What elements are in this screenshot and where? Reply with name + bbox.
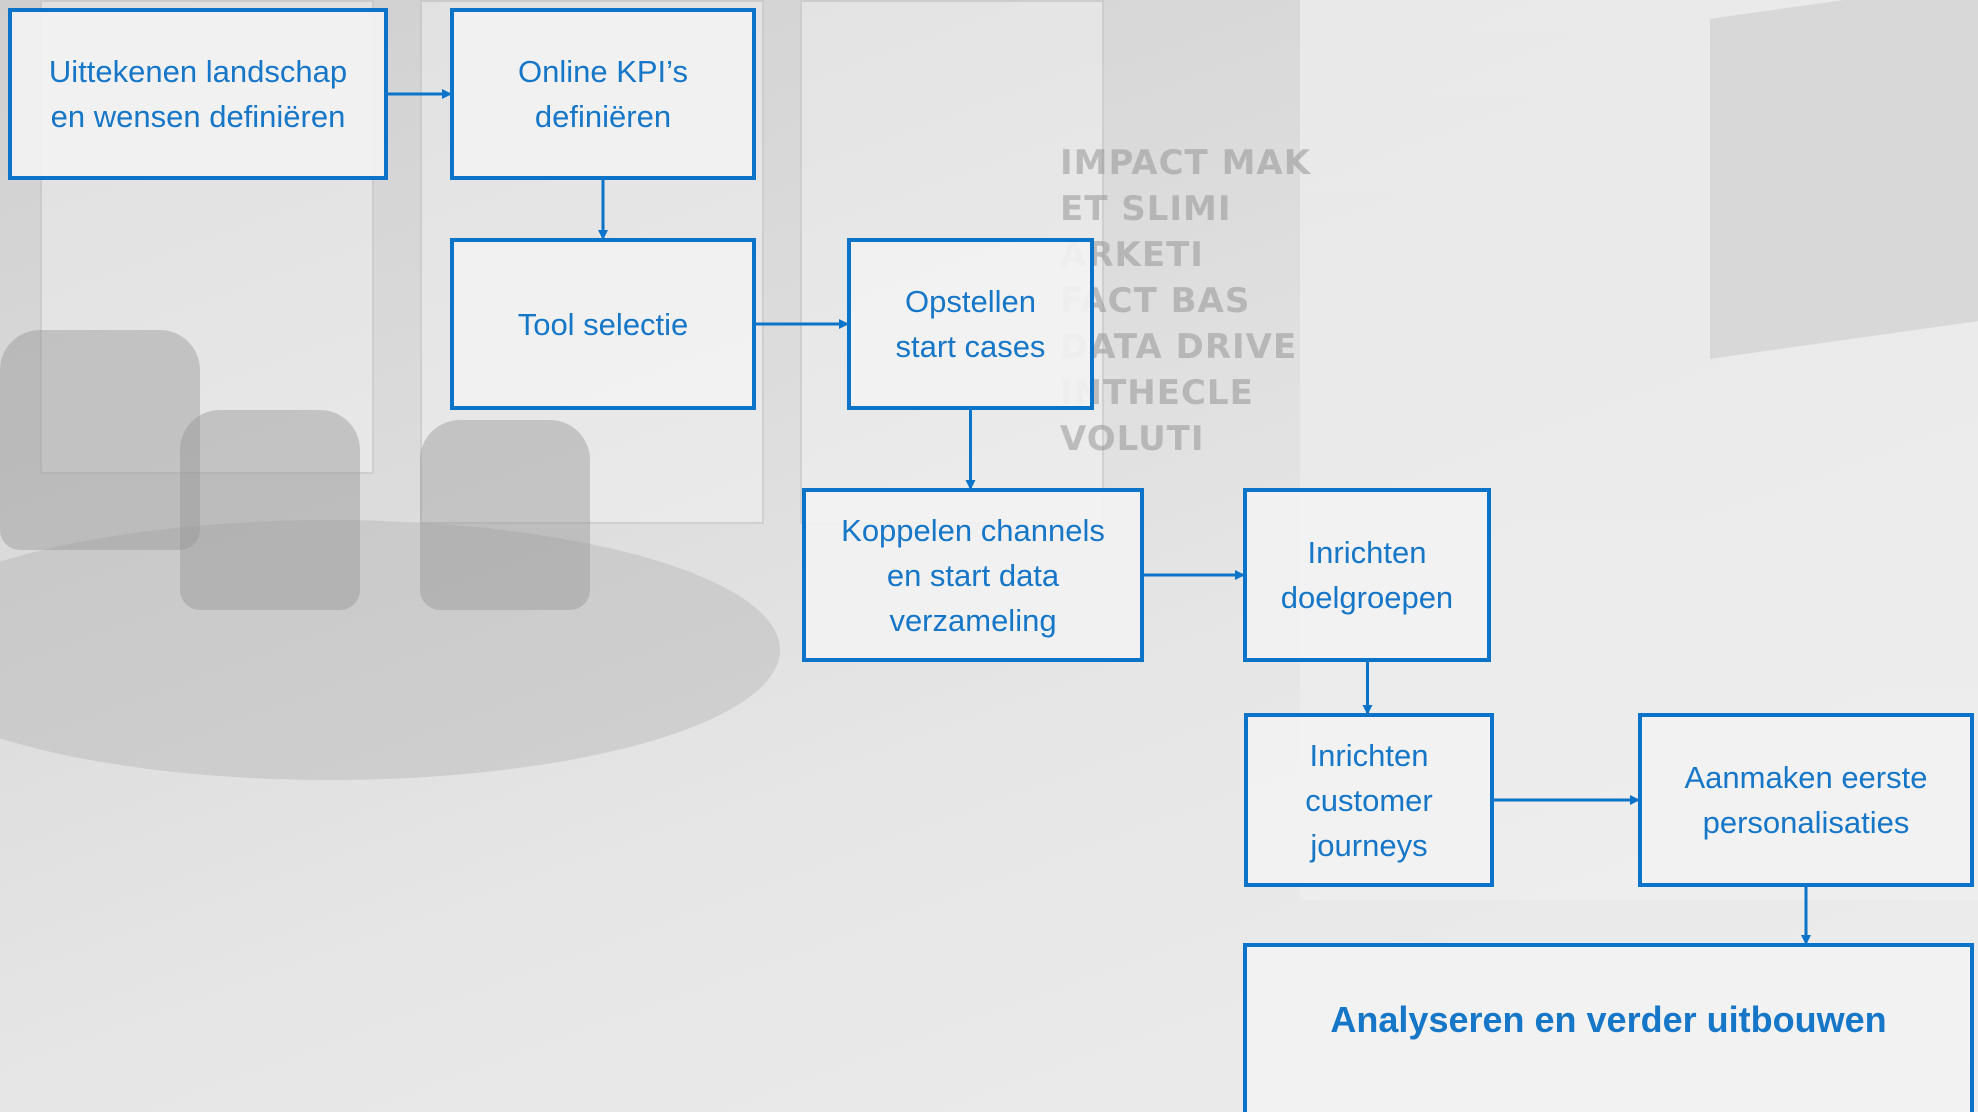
background-rug (0, 520, 780, 780)
step-uittekenen-landschap: Uittekenen landschap en wensen definiëre… (8, 8, 388, 180)
step-online-kpis: Online KPI’s definiëren (450, 8, 756, 180)
step-inrichten-customer-journeys: Inrichten customer journeys (1244, 713, 1494, 887)
step-koppelen-channels: Koppelen channels en start data verzamel… (802, 488, 1144, 662)
background-chair-3 (420, 420, 590, 610)
step-aanmaken-personalisaties: Aanmaken eerste personalisaties (1638, 713, 1974, 887)
background-chair-1 (0, 330, 200, 550)
step-opstellen-start-cases: Opstellen start cases (847, 238, 1094, 410)
background-chair-2 (180, 410, 360, 610)
step-tool-selectie: Tool selectie (450, 238, 756, 410)
step-analyseren-uitbouwen: Analyseren en verder uitbouwen (1243, 943, 1974, 1112)
step-inrichten-doelgroepen: Inrichten doelgroepen (1243, 488, 1491, 662)
